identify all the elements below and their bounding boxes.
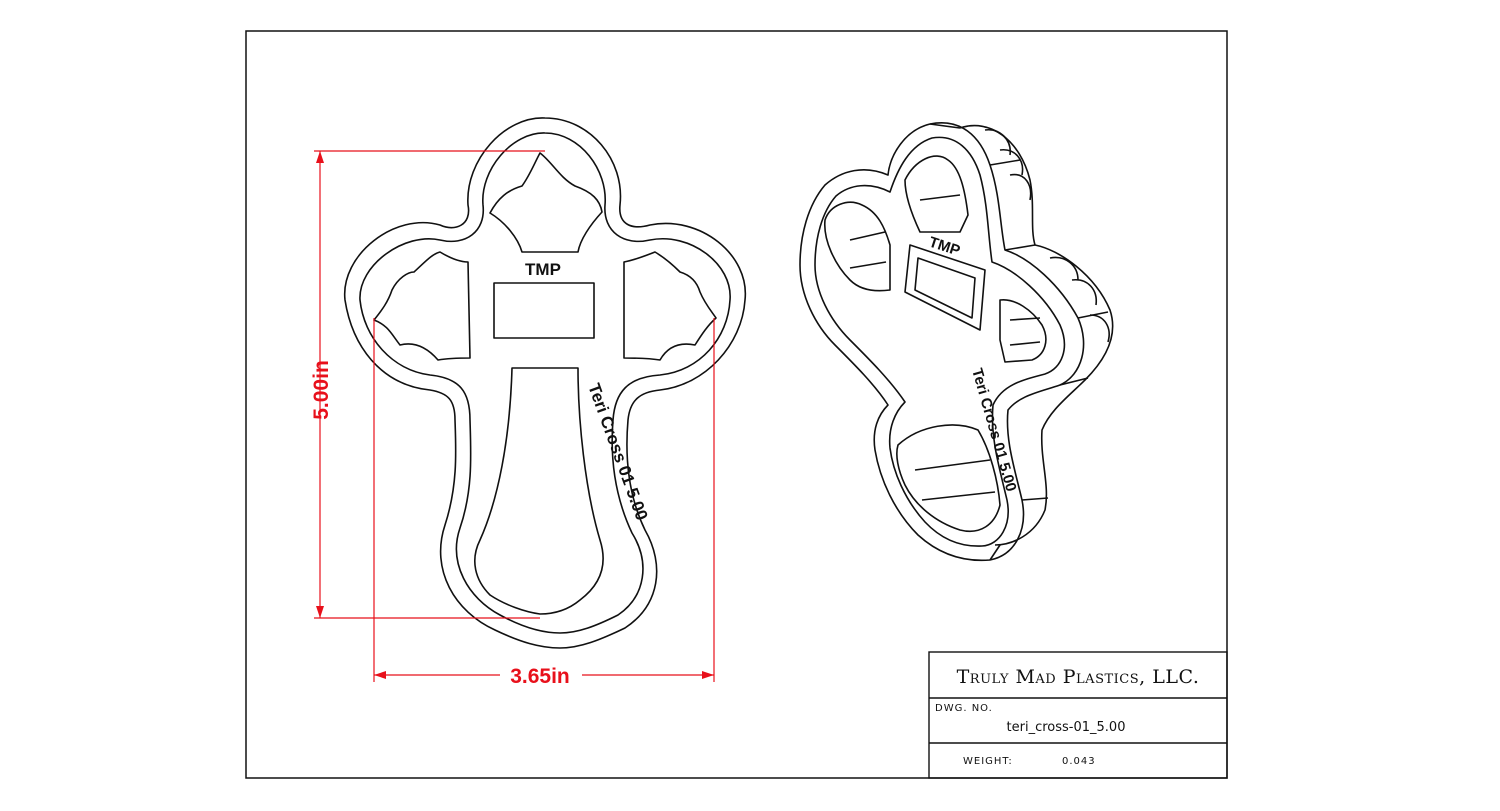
iso-right-hole xyxy=(999,299,1047,363)
company-name: Truly Mad Plastics, LLC. xyxy=(957,666,1200,688)
isometric-view xyxy=(799,122,1114,562)
iso-center-window xyxy=(904,244,986,331)
iso-top-hole xyxy=(904,155,969,233)
cross-outer-outline xyxy=(344,117,747,649)
weight-label: WEIGHT: xyxy=(963,756,1013,767)
top-lobe-hole xyxy=(489,152,603,253)
iso-scallops-right xyxy=(1049,256,1110,343)
dwg-no-label: DWG. NO. xyxy=(935,703,993,714)
iso-scallops-top xyxy=(984,129,1032,201)
dwg-no-value: teri_cross-01_5.00 xyxy=(1007,720,1126,735)
sheet-border xyxy=(245,30,1228,779)
width-dimension: 3.65in xyxy=(510,665,570,688)
front-engraving-side: Teri Cross 01 5.00 xyxy=(584,381,651,523)
height-dimension: 5.00in xyxy=(310,360,333,420)
cross-inner-outline xyxy=(359,132,731,634)
right-lobe-hole xyxy=(623,251,717,361)
iso-inner-outline xyxy=(814,136,1066,547)
title-block xyxy=(928,651,1228,779)
iso-stem-hole xyxy=(896,424,1001,532)
iso-back-outline xyxy=(959,124,1114,546)
front-engraving-top: TMP xyxy=(525,260,561,279)
front-view xyxy=(344,117,747,649)
stem-hole xyxy=(474,367,604,615)
left-lobe-hole xyxy=(373,251,471,361)
iso-outer-outline xyxy=(799,122,1085,562)
iso-center-window-inner xyxy=(914,257,976,319)
iso-left-hole xyxy=(824,201,891,292)
center-window xyxy=(493,282,595,339)
weight-value: 0.043 xyxy=(1062,756,1096,767)
dimension-arrows xyxy=(316,151,714,679)
dimensions xyxy=(314,150,715,682)
